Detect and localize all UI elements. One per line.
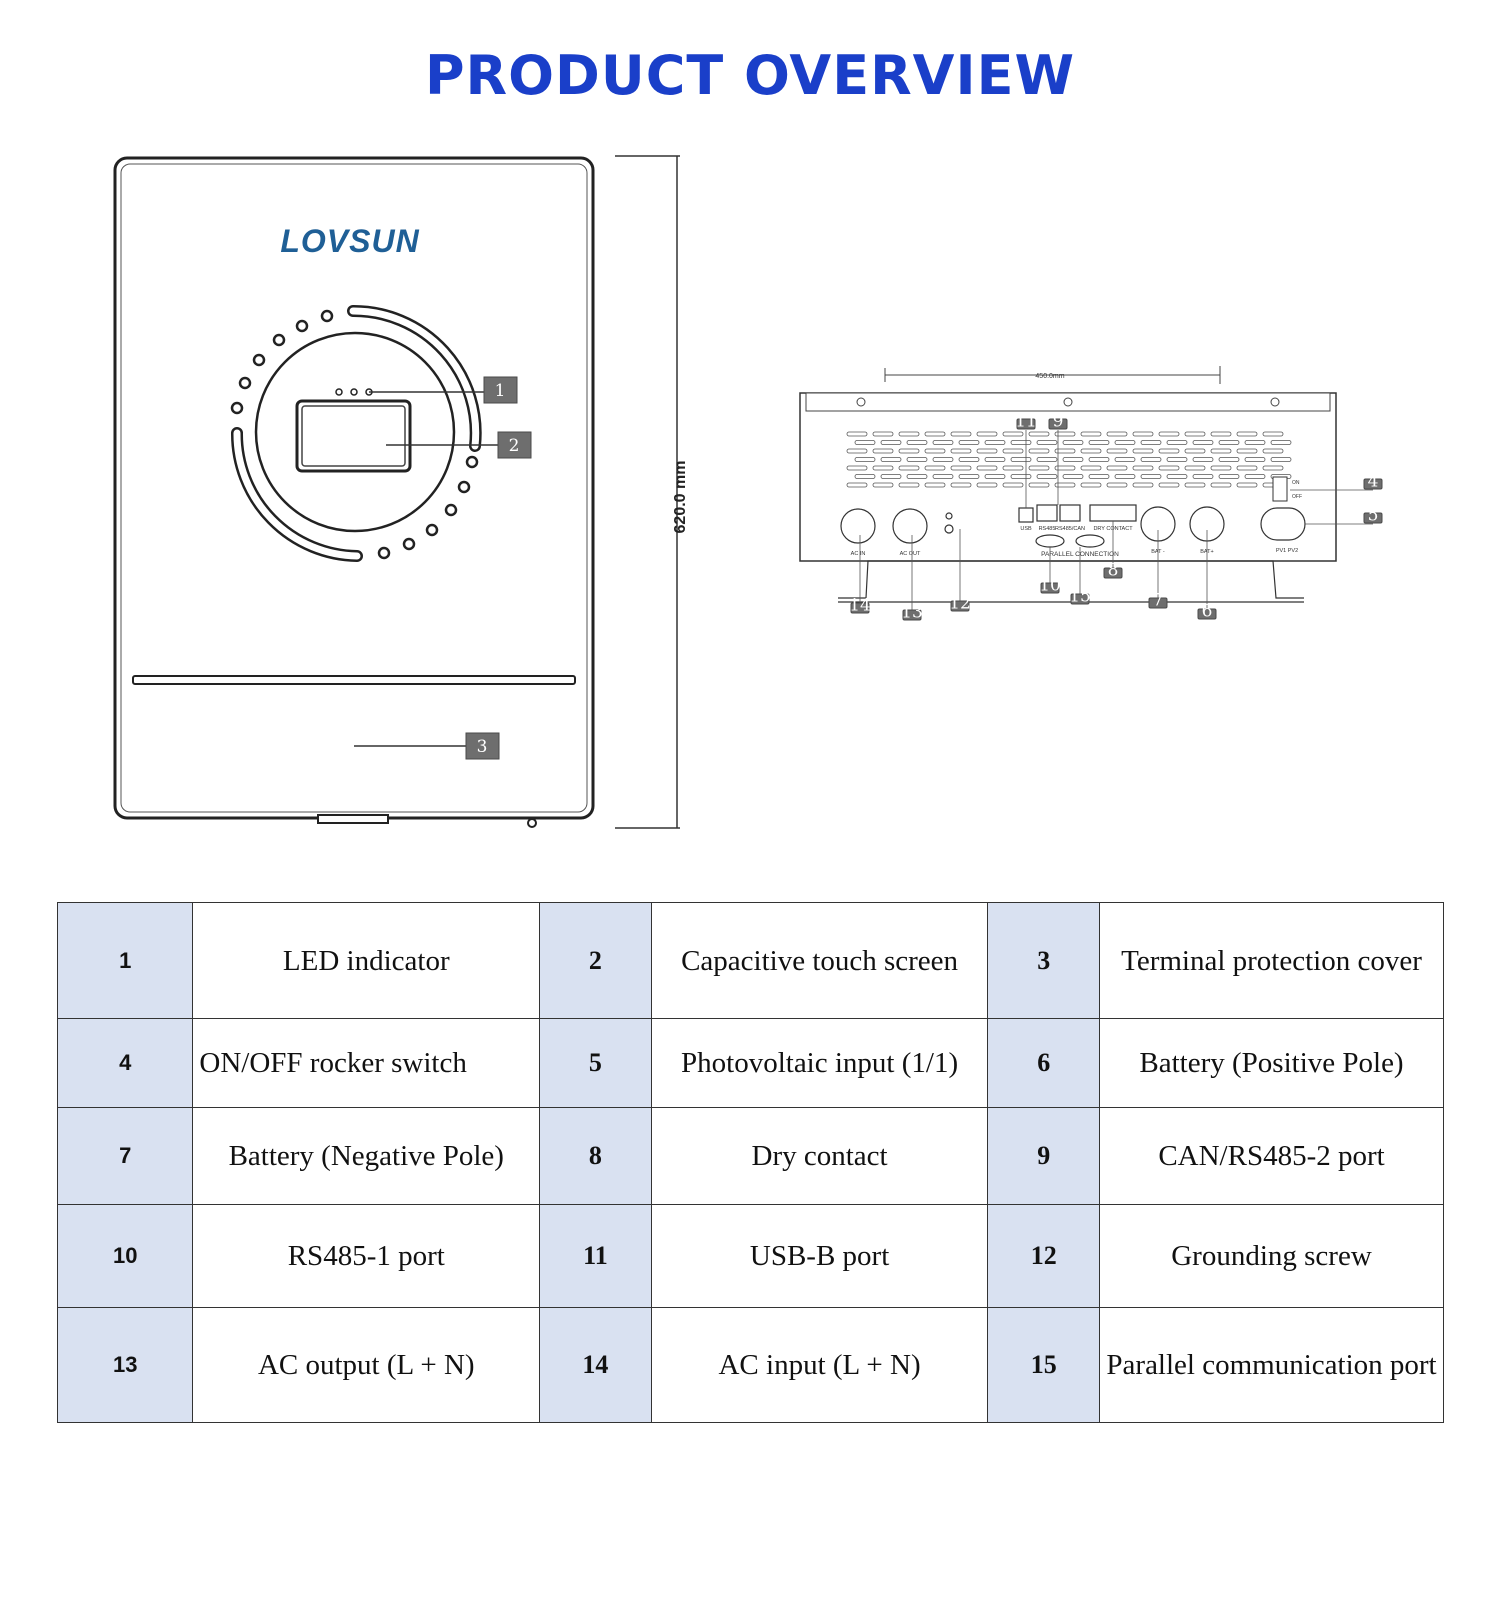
- bottom-view-drawing: 450.0mm ON OFF AC IN AC OUT USB RS485 RS…: [799, 366, 1383, 623]
- callout-2: 2: [497, 431, 532, 459]
- part-description: USB-B port: [650, 1204, 989, 1308]
- callout-8: 8: [1103, 561, 1123, 581]
- part-description: Parallel communication port: [1099, 1307, 1444, 1423]
- dry-contact-port: [1089, 504, 1137, 522]
- svg-text:8: 8: [1108, 561, 1119, 581]
- callout-15: 15: [1069, 587, 1091, 607]
- part-description: Dry contact: [650, 1107, 989, 1205]
- part-description: Battery (Negative Pole): [192, 1107, 541, 1205]
- svg-text:6: 6: [1202, 602, 1213, 622]
- part-number: 11: [539, 1204, 652, 1308]
- callout-7: 7: [1148, 591, 1168, 611]
- width-dimension-line: [884, 366, 1221, 384]
- callout-3: 3: [465, 732, 500, 760]
- page-title: PRODUCT OVERVIEW: [424, 44, 1076, 107]
- part-number: 7: [56, 1107, 194, 1205]
- svg-text:USB: USB: [1020, 526, 1032, 532]
- part-number: 9: [987, 1107, 1101, 1205]
- callout-9: 9: [1048, 412, 1068, 432]
- parts-table: 1 LED indicator 2 Capacitive touch scree…: [56, 902, 1444, 1423]
- rs485-port: [1036, 504, 1058, 522]
- table-row: 13 AC output (L + N) 14 AC input (L + N)…: [56, 1307, 1444, 1423]
- rs485-can-port: [1059, 504, 1081, 522]
- parallel-port-b: [1075, 534, 1105, 548]
- svg-text:7: 7: [1153, 591, 1164, 611]
- callout-4: 4: [1363, 472, 1383, 492]
- svg-text:5: 5: [1368, 506, 1379, 526]
- touch-screen: [295, 399, 412, 473]
- callout-13: 13: [901, 603, 923, 623]
- svg-text:AC IN: AC IN: [851, 551, 866, 557]
- part-description: ON/OFF rocker switch: [192, 1018, 541, 1108]
- part-description: Photovoltaic input (1/1): [650, 1018, 989, 1108]
- svg-text:15: 15: [1069, 587, 1091, 607]
- part-number: 10: [56, 1204, 194, 1308]
- callout-12: 12: [949, 594, 971, 614]
- svg-text:OFF: OFF: [1292, 494, 1302, 500]
- table-row: 1 LED indicator 2 Capacitive touch scree…: [56, 902, 1444, 1019]
- part-number: 8: [539, 1107, 652, 1205]
- part-description: RS485-1 port: [192, 1204, 541, 1308]
- svg-text:RS485/CAN: RS485/CAN: [1055, 526, 1085, 532]
- svg-text:12: 12: [949, 594, 971, 614]
- part-description: CAN/RS485-2 port: [1099, 1107, 1444, 1205]
- svg-text:11: 11: [1015, 412, 1037, 432]
- parallel-port-a: [1035, 534, 1065, 548]
- height-dimension-line: [615, 155, 680, 829]
- front-view-drawing: LOVSUN 1 2 3 620.0 mm: [113, 155, 689, 829]
- svg-text:13: 13: [901, 603, 923, 623]
- table-row: 10 RS485-1 port 11 USB-B port 12 Groundi…: [56, 1204, 1444, 1308]
- svg-text:2: 2: [509, 436, 520, 456]
- part-description: Grounding screw: [1099, 1204, 1444, 1308]
- cover-divider: [132, 675, 576, 685]
- callout-5: 5: [1363, 506, 1383, 526]
- led-dots: [230, 309, 479, 560]
- part-number: 12: [987, 1204, 1101, 1308]
- part-number: 1: [56, 902, 194, 1019]
- part-number: 14: [539, 1307, 652, 1423]
- part-number: 3: [987, 902, 1101, 1019]
- part-description: Terminal protection cover: [1099, 902, 1444, 1019]
- ac-out-terminal: [892, 508, 928, 544]
- callout-6: 6: [1197, 602, 1217, 622]
- svg-text:1: 1: [495, 381, 506, 401]
- svg-text:RS485: RS485: [1039, 526, 1056, 532]
- svg-text:3: 3: [477, 737, 488, 757]
- brand-logo: LOVSUN: [280, 223, 419, 259]
- part-number: 13: [56, 1307, 194, 1423]
- ground-screw: [945, 512, 953, 520]
- part-description: LED indicator: [192, 902, 541, 1019]
- ac-in-terminal: [840, 508, 876, 544]
- callout-14: 14: [849, 596, 871, 616]
- part-number: 4: [56, 1018, 194, 1108]
- part-description: AC input (L + N): [650, 1307, 989, 1423]
- part-number: 2: [539, 902, 652, 1019]
- part-description: Capacitive touch screen: [650, 902, 989, 1019]
- vent-grid: [846, 431, 1292, 488]
- table-row: 4 ON/OFF rocker switch 5 Photovoltaic in…: [56, 1018, 1444, 1108]
- svg-text:AC OUT: AC OUT: [900, 551, 921, 557]
- table-row: 7 Battery (Negative Pole) 8 Dry contact …: [56, 1107, 1444, 1205]
- callout-10: 10: [1039, 576, 1061, 596]
- rocker-switch: [1272, 476, 1288, 502]
- callout-11: 11: [1015, 412, 1037, 432]
- svg-text:10: 10: [1039, 576, 1061, 596]
- part-number: 15: [987, 1307, 1101, 1423]
- pv-terminal: [1260, 507, 1306, 541]
- part-number: 5: [539, 1018, 652, 1108]
- usb-port: [1018, 507, 1034, 523]
- callout-1: 1: [483, 376, 518, 404]
- part-number: 6: [987, 1018, 1101, 1108]
- svg-text:ON: ON: [1292, 480, 1300, 486]
- part-description: AC output (L + N): [192, 1307, 541, 1423]
- svg-text:PV1 PV2: PV1 PV2: [1276, 548, 1298, 554]
- part-description: Battery (Positive Pole): [1099, 1018, 1444, 1108]
- width-dimension-label: 450.0mm: [1035, 373, 1064, 380]
- svg-text:4: 4: [1368, 472, 1379, 492]
- height-dimension-label: 620.0 mm: [672, 461, 689, 534]
- svg-text:9: 9: [1053, 412, 1064, 432]
- bottom-housing: [799, 392, 1337, 562]
- svg-text:14: 14: [849, 596, 871, 616]
